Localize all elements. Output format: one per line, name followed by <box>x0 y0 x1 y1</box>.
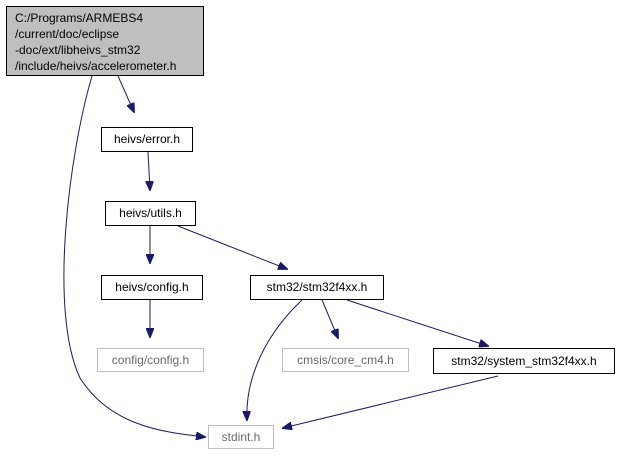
node-config-config-h: config/config.h <box>97 348 204 372</box>
edge-stm32f4xx-to-corecm4 <box>321 299 338 338</box>
node-accelerometer-h[interactable]: C:/Programs/ARMEBS4 /current/doc/eclipse… <box>6 6 204 76</box>
node-cmsis-core-cm4-h: cmsis/core_cm4.h <box>282 348 409 372</box>
node-heivs-utils-h[interactable]: heivs/utils.h <box>105 201 196 226</box>
edge-error-to-utils <box>148 151 150 190</box>
node-stm32-stm32f4xx-h[interactable]: stm32/stm32f4xx.h <box>250 275 384 300</box>
node-stdint-h: stdint.h <box>208 425 274 449</box>
edge-root-to-error <box>117 75 134 112</box>
edge-stm32f4xx-to-stdint <box>247 299 303 420</box>
edge-system-to-stdint <box>283 375 499 428</box>
root-label-line-3: -doc/ext/libheivs_stm32 <box>15 43 141 57</box>
node-heivs-error-h[interactable]: heivs/error.h <box>101 127 193 152</box>
edge-utils-to-stm32f4xx <box>177 225 287 269</box>
root-label-line-4: /include/heivs/accelerometer.h <box>15 59 177 73</box>
edge-stm32f4xx-to-system <box>346 299 488 346</box>
node-heivs-config-h[interactable]: heivs/config.h <box>101 275 203 300</box>
node-stm32-system-stm32f4xx-h[interactable]: stm32/system_stm32f4xx.h <box>433 348 615 374</box>
root-label-line-2: /current/doc/eclipse <box>15 27 120 41</box>
root-label-line-1: C:/Programs/ARMEBS4 <box>15 11 144 25</box>
edge-root-to-stdint <box>63 75 205 437</box>
